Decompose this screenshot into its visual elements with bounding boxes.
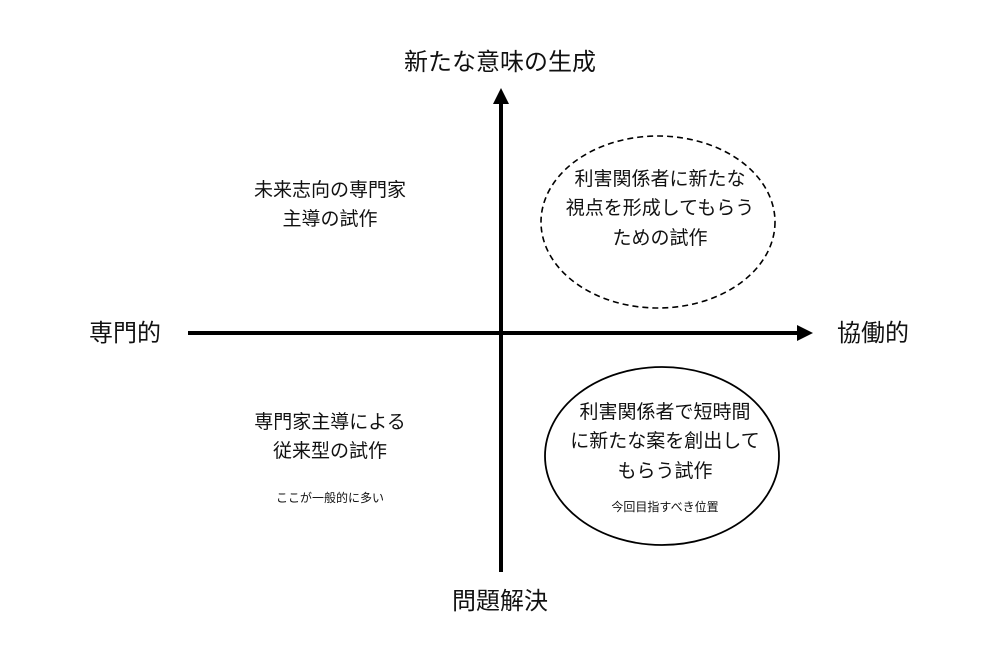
quadrant-top-right: 利害関係者に新たな 視点を形成してもらう ための試作 (565, 168, 755, 249)
right-arrowhead (797, 325, 813, 341)
bottom-left-note: ここが一般的に多い (275, 491, 384, 505)
quadrant-bottom-right: 利害関係者で短時間 に新たな案を創出して もらう試作 (570, 401, 760, 482)
solid-ellipse (544, 366, 780, 546)
axis-label-top: 新たな意味の生成 (404, 48, 596, 76)
axis-label-bottom: 問題解決 (452, 587, 548, 615)
dashed-ellipse (540, 135, 776, 309)
axis-label-left: 専門的 (89, 319, 161, 347)
bottom-right-note: 今回目指すべき位置 (611, 500, 719, 514)
up-arrowhead (493, 88, 509, 104)
quadrant-bottom-left: 専門家主導による 従来型の試作 (254, 411, 406, 463)
quadrant-top-left: 未来志向の専門家 主導の試作 (253, 179, 406, 231)
axis-label-right: 協働的 (837, 319, 909, 347)
